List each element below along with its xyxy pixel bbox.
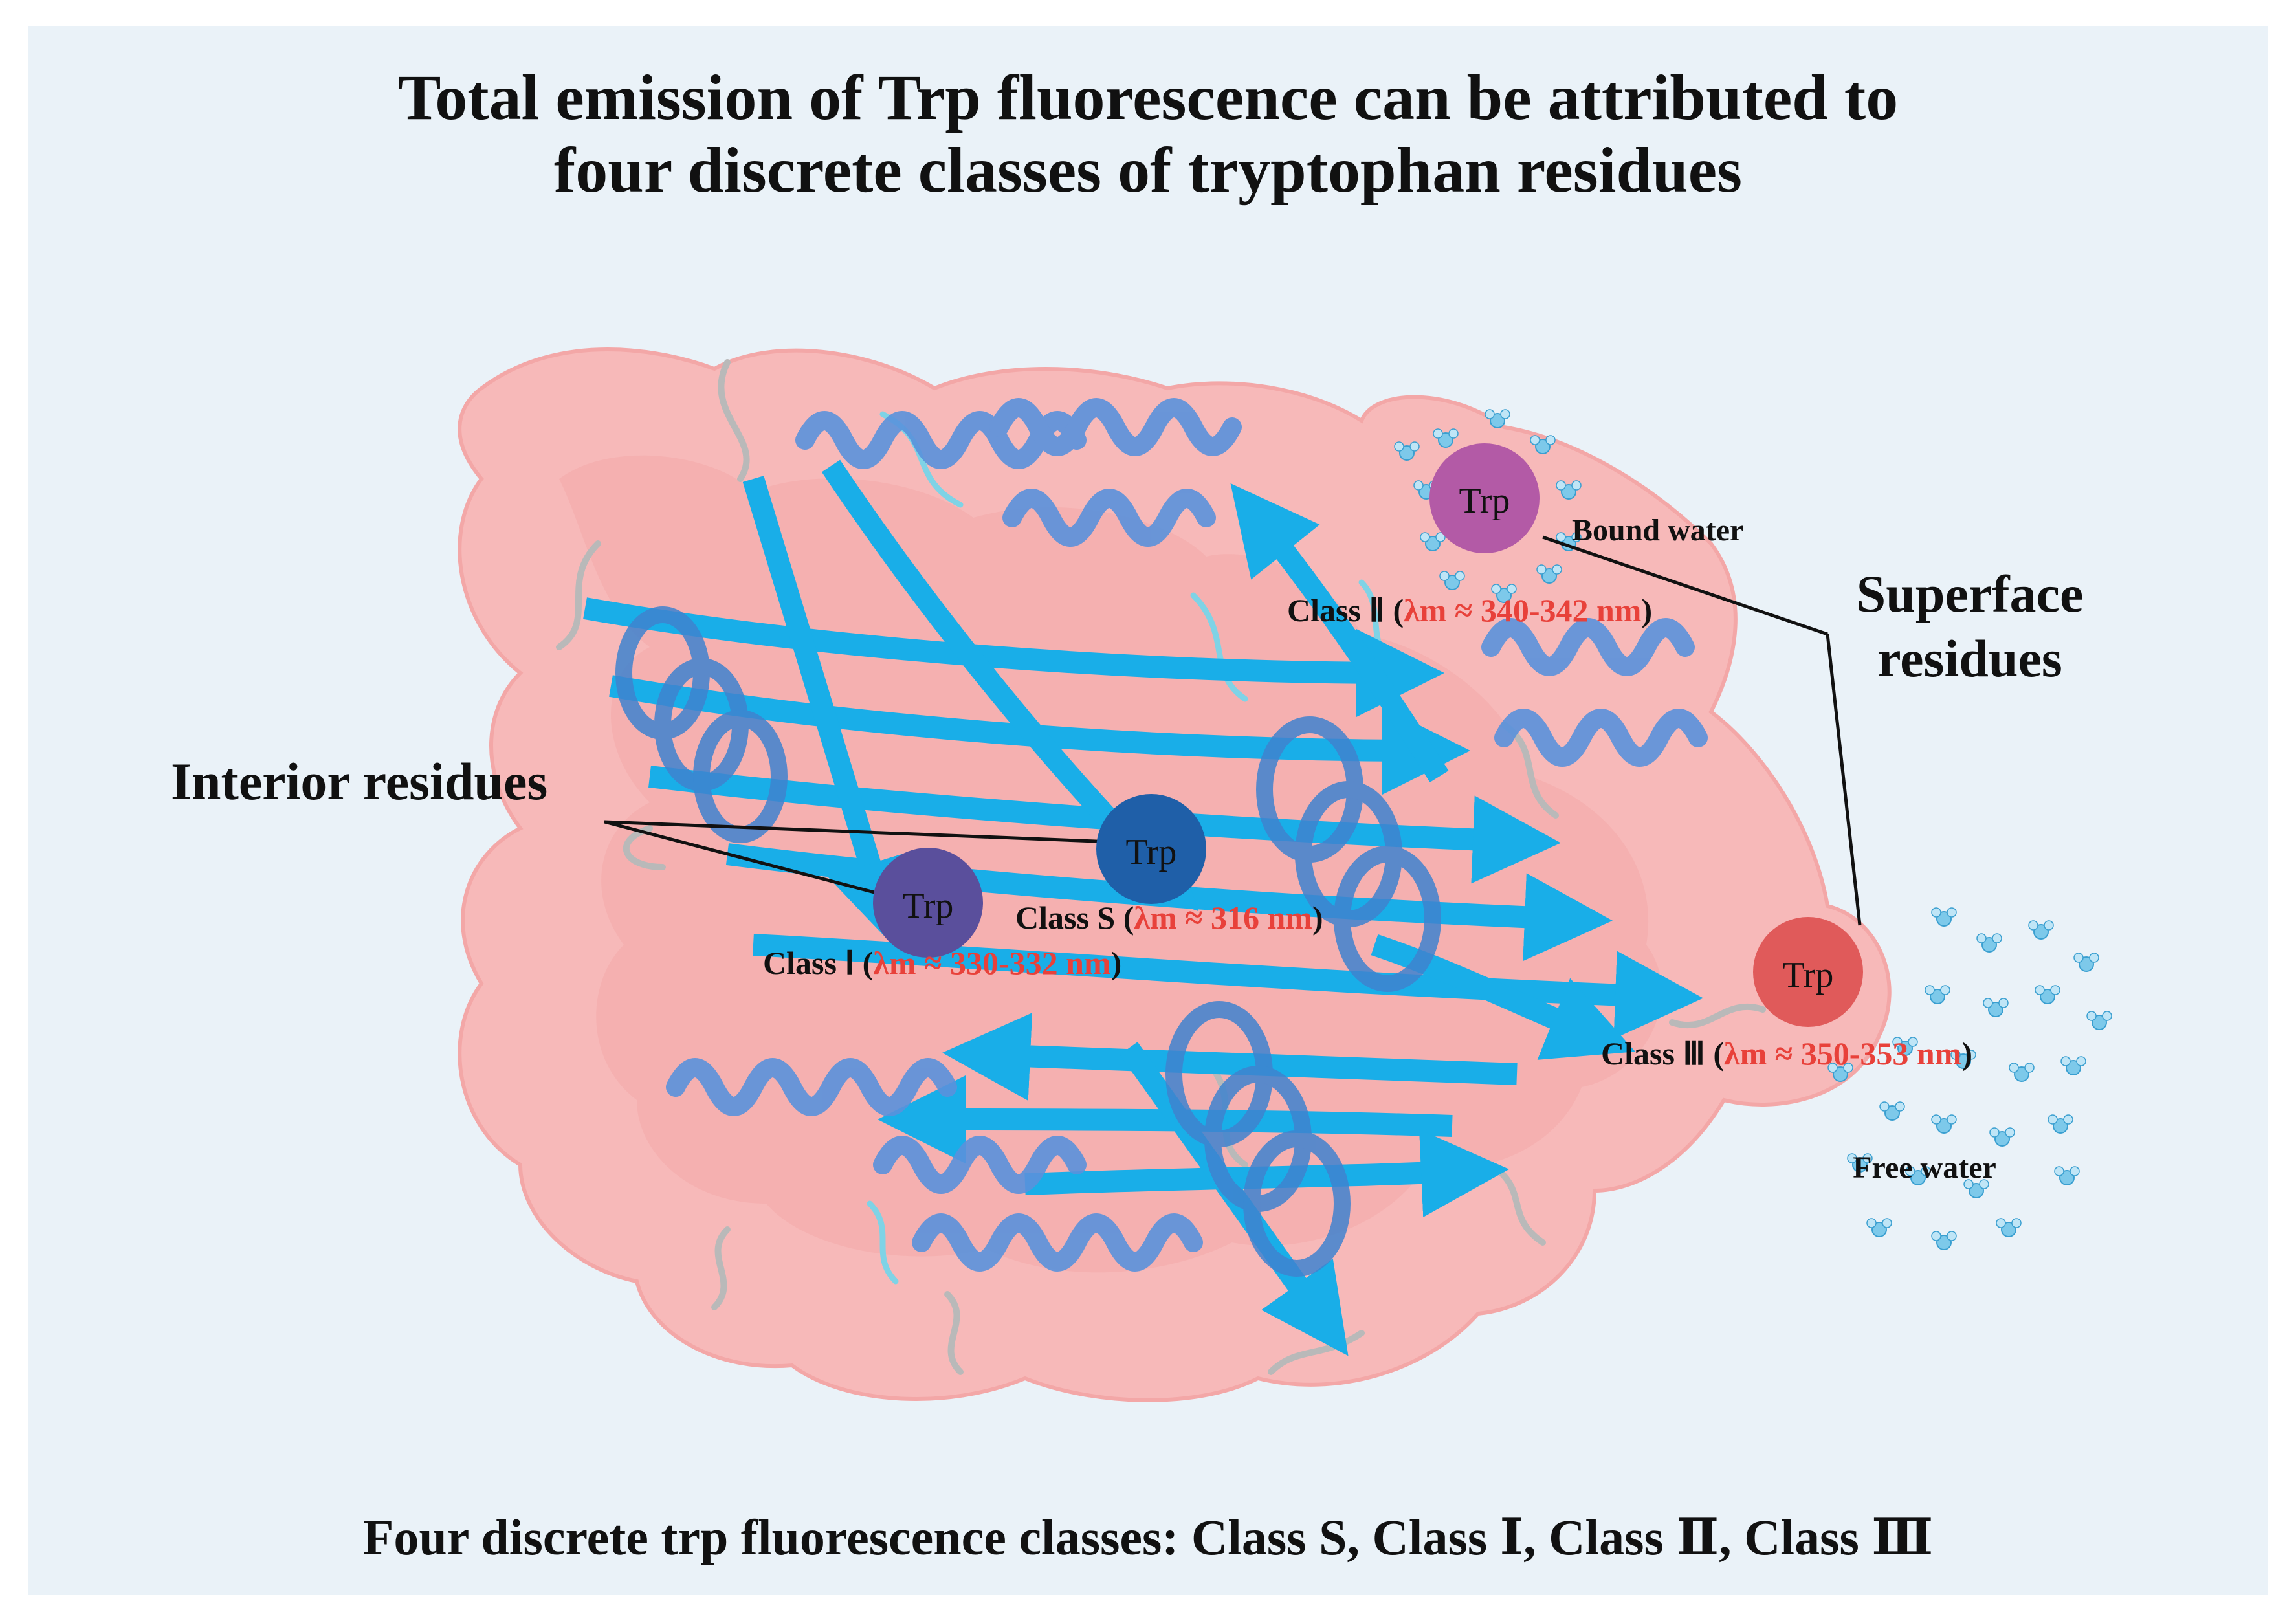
class-3-caption: Class Ⅲ (λm ≈ 350-353 nm) [1601,1035,1972,1072]
trp-class-2: Trp [1429,443,1540,553]
class-2-name: Class Ⅱ [1287,592,1393,628]
figure-frame: Total emission of Trp fluorescence can b… [28,26,2268,1595]
trp-class-s: Trp [1096,794,1206,904]
title-line-2: four discrete classes of tryptophan resi… [553,134,1743,206]
free-water-label: Free water [1853,1151,1996,1185]
trp-class-s-label: Trp [1126,832,1177,872]
surface-residues-label-line1: Superface [1857,564,2084,623]
class-1-lambda: λm ≈ 330-332 nm [873,945,1110,981]
bound-water-label: Bound water [1572,513,1743,547]
trp-class-1: Trp [873,848,983,958]
class-2-caption: Class Ⅱ (λm ≈ 340-342 nm) [1287,592,1652,628]
connector-lines [604,535,1862,926]
class-3-name: Class Ⅲ [1601,1035,1713,1072]
trp-class-2-label: Trp [1459,481,1510,521]
protein-diagram: Trp Trp Trp Trp Class S (λm ≈ 316 nm) Cl… [171,347,2112,1402]
alpha-helices [666,398,1708,1272]
title-line-1: Total emission of Trp fluorescence can b… [397,61,1899,133]
class-2-lambda: λm ≈ 340-342 nm [1404,592,1641,628]
figure-footer: Four discrete trp fluorescence classes: … [362,1509,1934,1565]
class-1-name: Class Ⅰ [763,945,863,981]
helix-coils [615,606,1441,1277]
trp-class-1-label: Trp [903,886,954,926]
trp-class-3: Trp [1753,917,1863,1027]
interior-residues-label: Interior residues [171,752,547,811]
class-1-caption: Class Ⅰ (λm ≈ 330-332 nm) [763,945,1121,981]
class-s-caption: Class S (λm ≈ 316 nm) [1015,899,1323,936]
class-s-name: Class S [1015,899,1123,936]
class-s-lambda: λm ≈ 316 nm [1134,899,1312,936]
class-3-lambda: λm ≈ 350-353 nm [1724,1035,1961,1072]
figure-title: Total emission of Trp fluorescence can b… [28,61,2268,206]
trp-class-3-label: Trp [1783,955,1834,995]
surface-residues-label-line2: residues [1877,629,2062,688]
